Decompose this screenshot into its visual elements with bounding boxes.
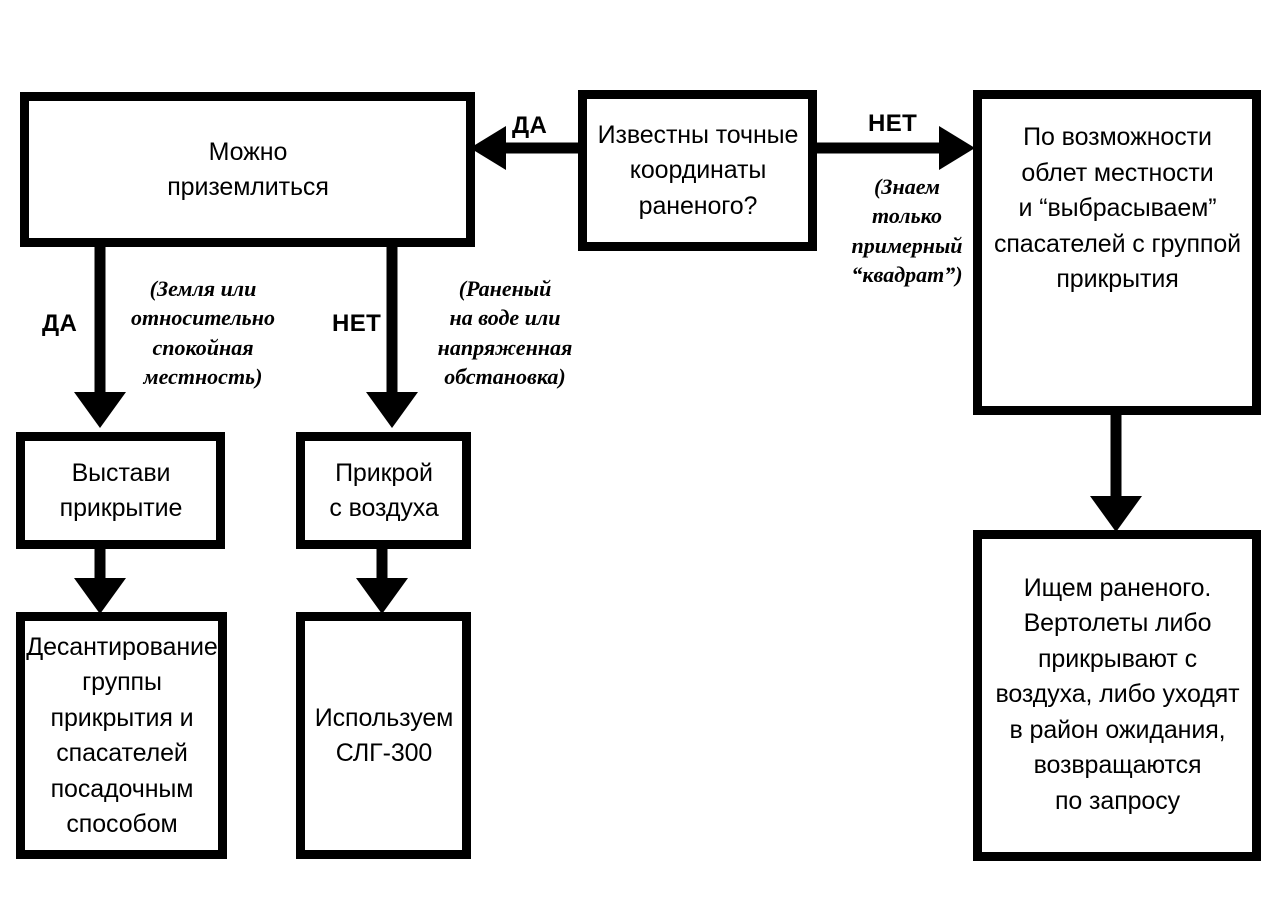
node-search[interactable] [973, 530, 1261, 861]
note-water-conditions: (Раненый на воде или напряженная обстано… [420, 274, 590, 391]
text-line: напряженная [437, 334, 573, 360]
node-set-cover[interactable] [16, 432, 225, 549]
note-approx-square: (Знаем только примерный “квадрат”) [842, 172, 972, 289]
note-ground-conditions: (Земля или относительно спокойная местно… [118, 274, 288, 391]
node-cover-air[interactable] [296, 432, 471, 549]
text-line: (Раненый [458, 276, 552, 301]
edge-yes-down [74, 247, 126, 428]
text-line: местность) [143, 363, 263, 389]
node-overfly[interactable] [973, 90, 1261, 415]
text-line: на воде или [449, 305, 561, 331]
edge-no-down [366, 247, 418, 428]
edge-yes-left [470, 126, 578, 170]
node-can-land[interactable] [20, 92, 475, 247]
text-line: только [872, 203, 942, 229]
text-line: обстановка) [444, 363, 566, 389]
edge-cover-drop [74, 548, 126, 614]
edge-label-yes-down: ДА [42, 310, 78, 337]
edge-overfly-search [1090, 415, 1142, 532]
text-line: “квадрат”) [851, 261, 963, 287]
edge-label-no-down: НЕТ [332, 310, 382, 337]
edge-air-slg [356, 548, 408, 614]
text-line: спокойная [152, 334, 254, 360]
text-line: (Земля или [149, 276, 257, 301]
node-use-slg[interactable] [296, 612, 471, 859]
text-line: (Знаем [873, 174, 941, 199]
node-landing-drop[interactable] [16, 612, 227, 859]
edge-label-yes-left: ДА [512, 112, 548, 139]
text-line: примерный [851, 232, 963, 258]
text-line: относительно [131, 305, 275, 331]
edge-label-no-right: НЕТ [868, 110, 918, 137]
node-decision[interactable] [578, 90, 817, 251]
edge-no-right [816, 126, 975, 170]
